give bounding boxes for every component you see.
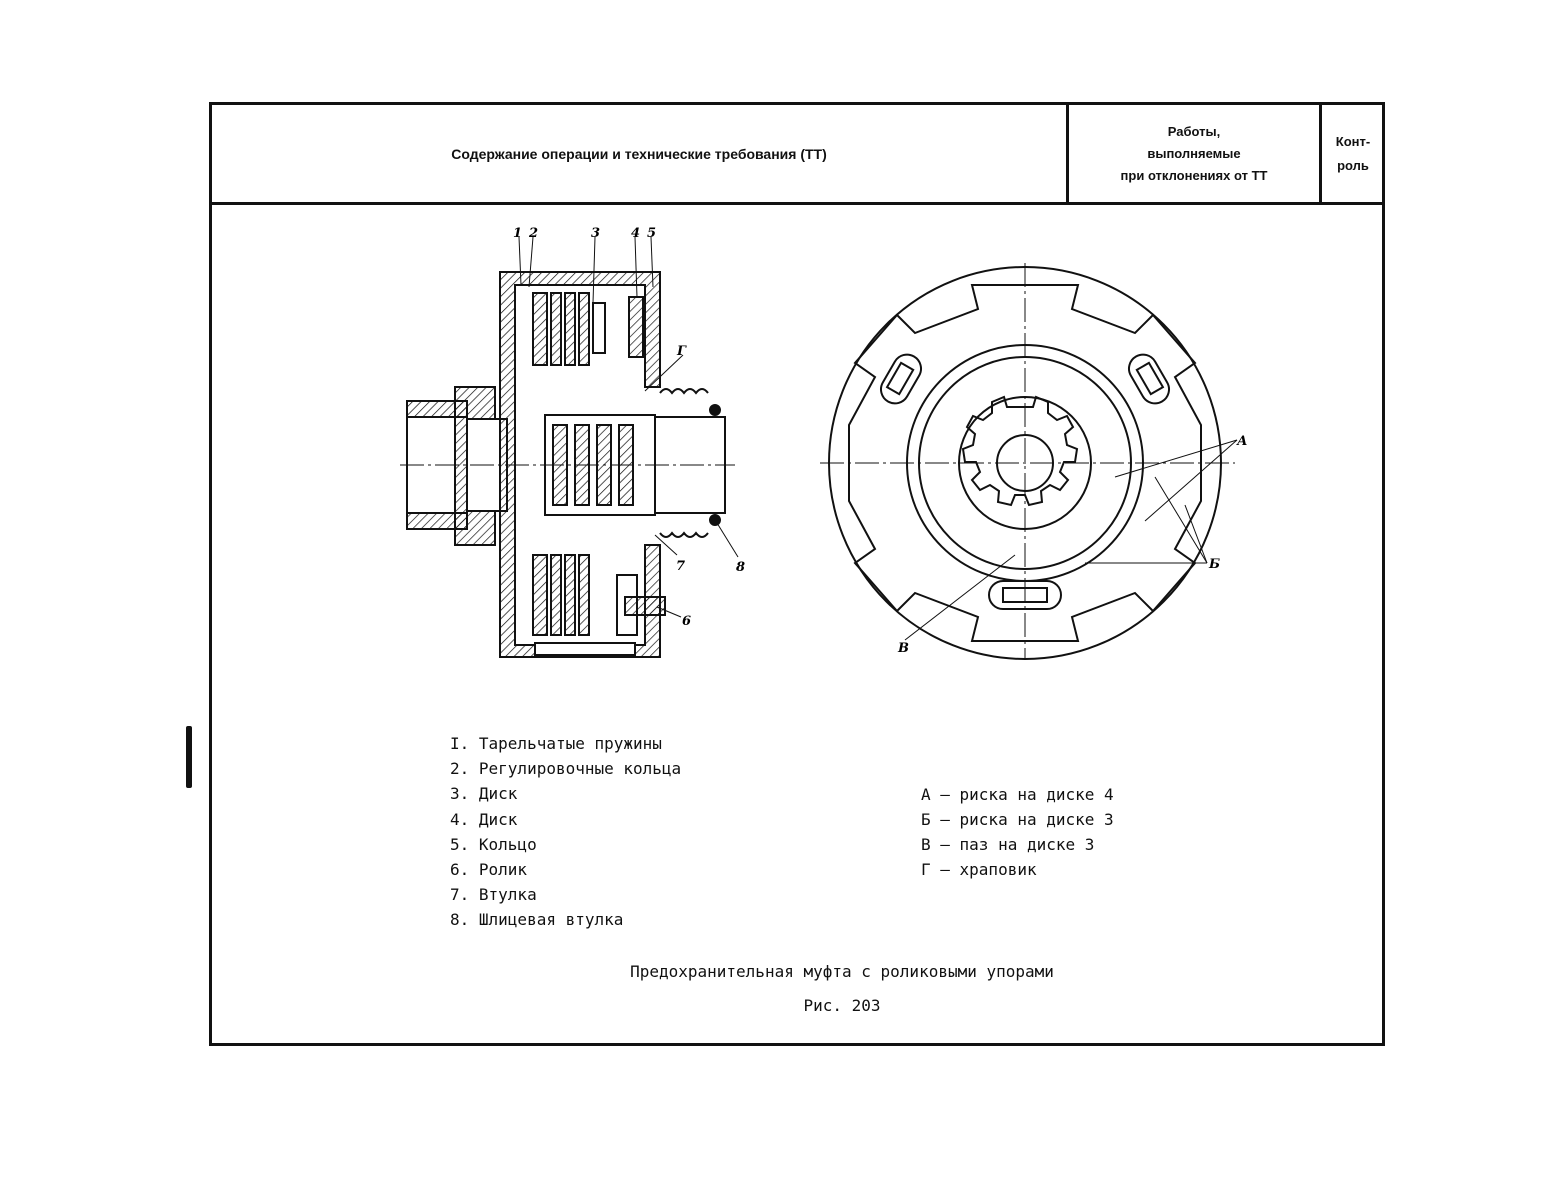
callout-2: 2: [528, 226, 538, 241]
legend-item: А – риска на диске 4: [921, 785, 1114, 804]
legend-item: В – паз на диске 3: [921, 835, 1095, 854]
legend-item: 2. Регулировочные кольца: [450, 759, 682, 779]
legend-item: Г – храповик: [921, 860, 1037, 879]
callout-3: 3: [591, 226, 600, 241]
figure-number: Рис. 203: [803, 996, 881, 1015]
callout-4: 4: [631, 226, 640, 241]
callout-g: Г: [676, 344, 687, 359]
legend-item: 8. Шлицевая втулка: [450, 910, 624, 930]
header-control-line: роль: [1337, 157, 1369, 173]
callout-a: А: [1236, 434, 1248, 449]
callout-v: В: [897, 641, 909, 656]
margin-mark: [186, 726, 192, 788]
legend-item: 5. Кольцо: [450, 834, 537, 854]
callout-5: 5: [647, 226, 656, 241]
legend-item: 7. Втулка: [450, 885, 537, 905]
header-deviation-line: Работы,: [1167, 123, 1221, 139]
technical-drawing: 1 2 3 4 5 Г 7 8 6 А Б В: [400, 226, 1248, 660]
callout-8: 8: [736, 560, 745, 575]
header-deviation-line: при отклонениях от ТТ: [1120, 167, 1268, 183]
face-view: [820, 263, 1238, 660]
legend-item: 6. Ролик: [450, 860, 528, 880]
marks-legend: А – риска на диске 4 Б – риска на диске …: [921, 782, 1114, 882]
legend-item: 3. Диск: [450, 784, 518, 804]
header-column-divider: [1066, 102, 1069, 204]
header-column-divider: [1319, 102, 1322, 204]
header-control-line: Конт-: [1335, 133, 1371, 149]
header-operation-text: Содержание операции и технические требов…: [451, 145, 827, 162]
legend-item: I. Тарельчатые пружины: [450, 734, 662, 753]
parts-legend: I. Тарельчатые пружины 2. Регулировочные…: [450, 731, 681, 933]
header-divider: [209, 202, 1385, 205]
figure-caption: Предохранительная муфта с роликовыми упо…: [630, 962, 1054, 981]
header-deviation-works: Работы, выполняемые при отклонениях от Т…: [1069, 105, 1319, 202]
header-operation-content: Содержание операции и технические требов…: [212, 105, 1066, 202]
header-deviation-line: выполняемые: [1147, 145, 1241, 161]
callout-1: 1: [513, 226, 522, 241]
legend-item: 4. Диск: [450, 809, 518, 829]
header-control: Конт- роль: [1322, 105, 1384, 202]
legend-item: Б – риска на диске 3: [921, 810, 1114, 829]
page-frame: [209, 102, 1385, 1046]
callout-b: Б: [1208, 557, 1220, 572]
section-view: [400, 236, 739, 658]
callout-6: 6: [682, 614, 691, 629]
callout-7: 7: [676, 559, 685, 574]
